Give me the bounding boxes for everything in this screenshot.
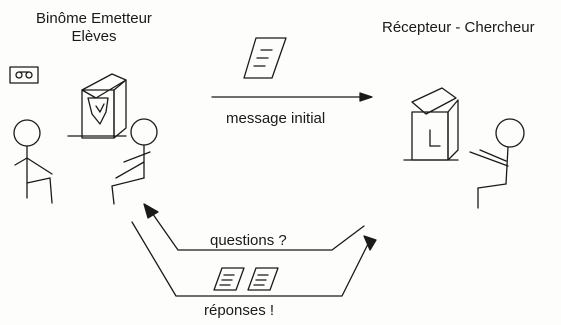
answers-arrow: [132, 222, 376, 296]
emitter-computer-icon: [68, 74, 126, 138]
receiver-computer-icon: [404, 88, 458, 160]
questions-arrow: [144, 204, 364, 250]
cassette-icon: [10, 67, 38, 83]
questions-arrow-label: questions ?: [210, 232, 287, 249]
emitter-title-line2: Elèves: [71, 28, 117, 45]
researcher-figure: [470, 119, 524, 208]
emitter-title: Binôme Emetteur Elèves: [14, 10, 174, 46]
message-arrow: [212, 93, 372, 101]
answers-arrow-label: réponses !: [204, 302, 275, 319]
emitter-title-line1: Binôme Emetteur: [36, 10, 152, 27]
student-right-figure: [112, 119, 157, 204]
answer-documents-icon: [214, 268, 278, 290]
receiver-title: Récepteur - Chercheur: [382, 19, 535, 36]
student-left-figure: [14, 120, 52, 203]
document-icon: [244, 38, 286, 78]
message-arrow-label: message initial: [226, 110, 326, 127]
